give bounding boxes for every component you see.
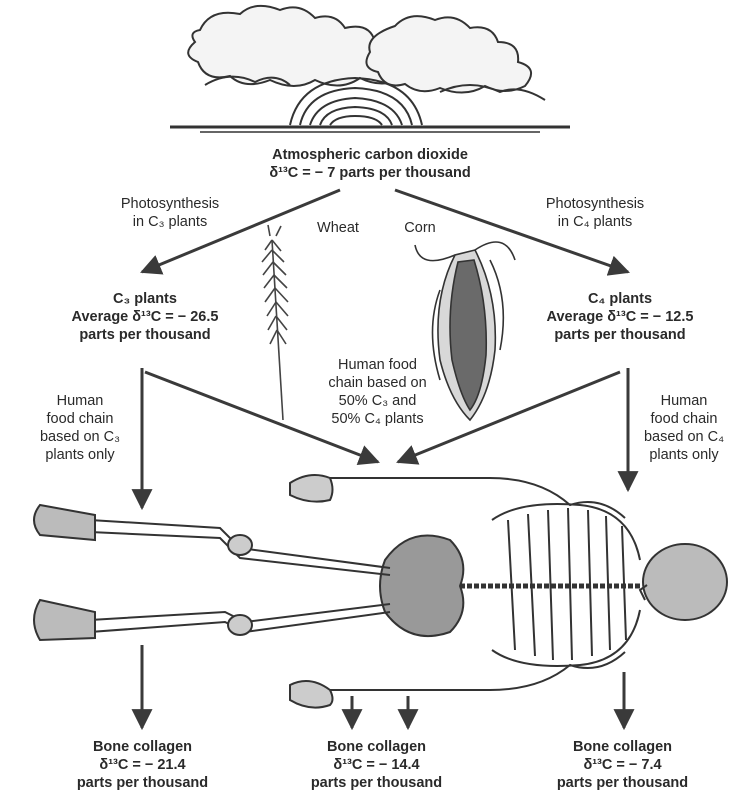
c3-plants-title: C₃ plants xyxy=(30,290,260,308)
food-chain-c3-line4: plants only xyxy=(20,446,140,464)
bone-collagen-mixed-title: Bone collagen xyxy=(284,738,469,756)
food-chain-mixed-line3: 50% C₃ and xyxy=(300,392,455,410)
food-chain-mixed-line2: chain based on xyxy=(300,374,455,392)
photosynthesis-c4-line1: Photosynthesis xyxy=(505,195,685,213)
food-chain-c3-label: Human food chain based on C₃ plants only xyxy=(20,392,140,464)
food-chain-mixed-line4: 50% C₄ plants xyxy=(300,410,455,428)
bone-collagen-mixed-unit: parts per thousand xyxy=(284,774,469,792)
food-chain-c3-line2: food chain xyxy=(20,410,140,428)
flow-arrows xyxy=(142,190,628,728)
atmospheric-co2-label: Atmospheric carbon dioxide δ¹³C = − 7 pa… xyxy=(220,146,520,182)
food-chain-mixed-label: Human food chain based on 50% C₃ and 50%… xyxy=(300,356,455,428)
photosynthesis-c3-line1: Photosynthesis xyxy=(80,195,260,213)
photosynthesis-c3-line2: in C₃ plants xyxy=(80,213,260,231)
bone-collagen-c4-unit: parts per thousand xyxy=(530,774,715,792)
wheat-icon xyxy=(262,225,288,420)
bone-collagen-mixed-value: δ¹³C = − 14.4 xyxy=(284,756,469,774)
bone-collagen-c4-value: δ¹³C = − 7.4 xyxy=(530,756,715,774)
atmospheric-co2-line1: Atmospheric carbon dioxide xyxy=(220,146,520,164)
bone-collagen-mixed-label: Bone collagen δ¹³C = − 14.4 parts per th… xyxy=(284,738,469,792)
bone-collagen-c3-value: δ¹³C = − 21.4 xyxy=(50,756,235,774)
food-chain-c4-line2: food chain xyxy=(625,410,743,428)
bone-collagen-c3-unit: parts per thousand xyxy=(50,774,235,792)
c4-plants-value: Average δ¹³C = − 12.5 xyxy=(505,308,735,326)
c3-plants-value: Average δ¹³C = − 26.5 xyxy=(30,308,260,326)
photosynthesis-c4-line2: in C₄ plants xyxy=(505,213,685,231)
wheat-label: Wheat xyxy=(308,219,368,237)
food-chain-c3-line3: based on C₃ xyxy=(20,428,140,446)
bone-collagen-c4-label: Bone collagen δ¹³C = − 7.4 parts per tho… xyxy=(530,738,715,792)
food-chain-c4-line1: Human xyxy=(625,392,743,410)
c3-plants-unit: parts per thousand xyxy=(30,326,260,344)
corn-label: Corn xyxy=(395,219,445,237)
food-chain-c4-line3: based on C₄ xyxy=(625,428,743,446)
bone-collagen-c3-label: Bone collagen δ¹³C = − 21.4 parts per th… xyxy=(50,738,235,792)
c3-plants-label: C₃ plants Average δ¹³C = − 26.5 parts pe… xyxy=(30,290,260,344)
food-chain-c4-line4: plants only xyxy=(625,446,743,464)
cloud-rainbow-illustration xyxy=(170,6,570,132)
food-chain-c3-line1: Human xyxy=(20,392,140,410)
food-chain-mixed-line1: Human food xyxy=(300,356,455,374)
photosynthesis-c4-label: Photosynthesis in C₄ plants xyxy=(505,195,685,231)
bone-collagen-c3-title: Bone collagen xyxy=(50,738,235,756)
bone-collagen-c4-title: Bone collagen xyxy=(530,738,715,756)
food-chain-c4-label: Human food chain based on C₄ plants only xyxy=(625,392,743,464)
c4-plants-unit: parts per thousand xyxy=(505,326,735,344)
photosynthesis-c3-label: Photosynthesis in C₃ plants xyxy=(80,195,260,231)
atmospheric-co2-line2: δ¹³C = − 7 parts per thousand xyxy=(220,164,520,182)
c4-plants-title: C₄ plants xyxy=(505,290,735,308)
c4-plants-label: C₄ plants Average δ¹³C = − 12.5 parts pe… xyxy=(505,290,735,344)
